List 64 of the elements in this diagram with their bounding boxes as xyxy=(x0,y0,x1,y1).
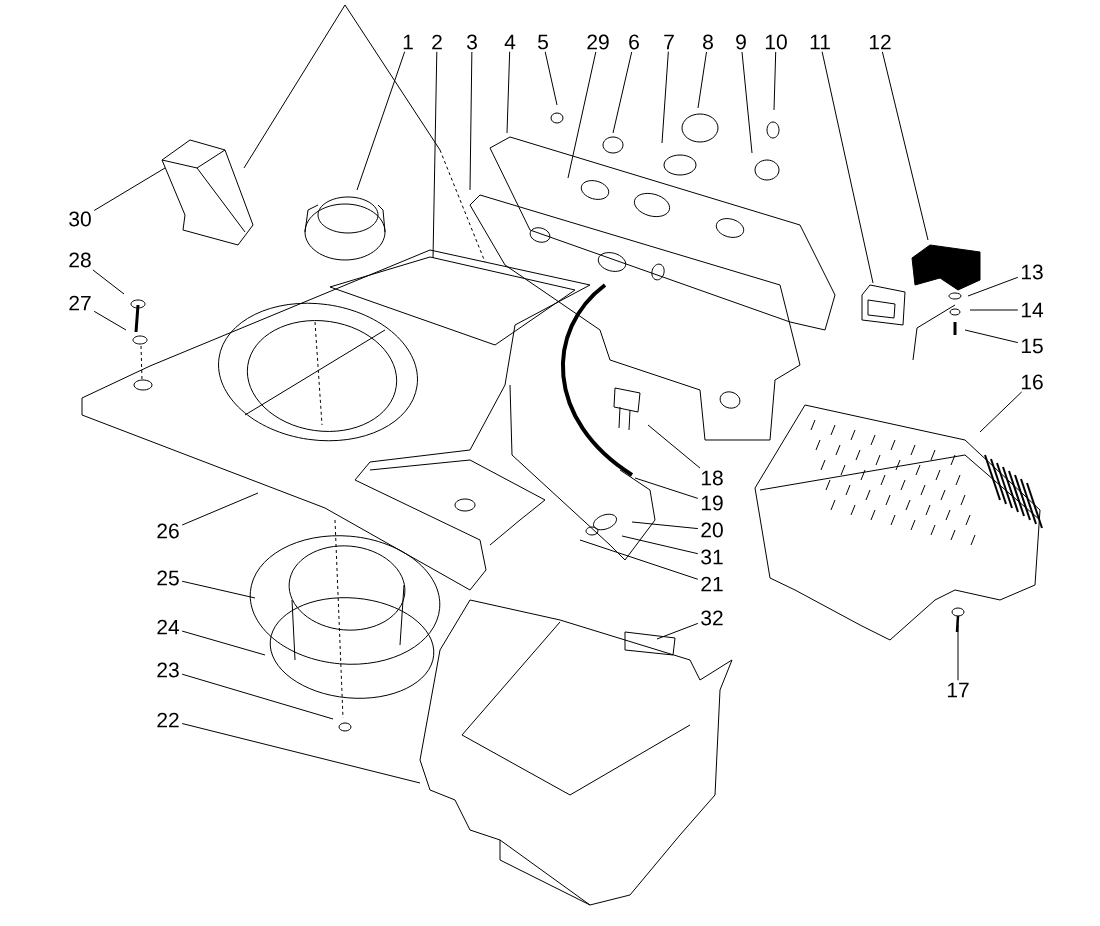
leader-line xyxy=(969,309,1019,311)
leader-line xyxy=(356,51,406,191)
leader-line xyxy=(181,630,266,656)
callout-number: 32 xyxy=(701,610,723,626)
leader-line xyxy=(612,51,633,134)
leader-line xyxy=(469,51,473,191)
leader-line xyxy=(957,624,959,681)
callout-number: 10 xyxy=(765,34,787,50)
leader-line xyxy=(964,329,1019,344)
callout-number: 16 xyxy=(1021,374,1043,390)
callout-number: 26 xyxy=(157,523,179,539)
leader-line xyxy=(432,51,438,259)
callout-number: 30 xyxy=(69,211,91,227)
callout-number: 25 xyxy=(157,570,179,586)
callout-number: 27 xyxy=(69,295,91,311)
callout-number: 6 xyxy=(629,34,639,50)
callout-number: 2 xyxy=(432,34,442,50)
leader-line xyxy=(181,723,421,784)
callout-number: 1 xyxy=(403,34,413,50)
callout-number: 8 xyxy=(703,34,713,50)
leader-line xyxy=(967,276,1019,297)
leader-line xyxy=(544,51,558,106)
callout-number: 4 xyxy=(504,34,516,50)
callout-number: 13 xyxy=(1021,264,1043,280)
leader-line xyxy=(821,51,874,284)
leader-line xyxy=(656,622,699,640)
leader-line xyxy=(741,51,753,154)
callout-number: 21 xyxy=(701,576,723,592)
leader-line xyxy=(93,167,166,211)
callout-number: 3 xyxy=(466,34,477,50)
callout-number: 17 xyxy=(947,682,969,698)
callout-number: 20 xyxy=(701,522,723,538)
leader-line xyxy=(634,477,699,499)
leader-line xyxy=(579,539,699,580)
callout-number: 31 xyxy=(701,549,723,565)
leader-line xyxy=(697,51,707,109)
callout-number: 12 xyxy=(869,34,891,50)
leader-line xyxy=(773,51,777,111)
callout-number: 15 xyxy=(1021,338,1043,354)
callout-number: 19 xyxy=(701,495,723,511)
callout-number: 7 xyxy=(664,34,674,50)
leader-line xyxy=(92,269,125,295)
leader-line xyxy=(506,51,511,134)
callout-number: 29 xyxy=(587,34,609,50)
leader-line xyxy=(647,424,701,469)
callout-number: 24 xyxy=(157,619,180,635)
leader-line xyxy=(631,521,699,530)
callout-number: 14 xyxy=(1021,302,1044,318)
callout-number: 5 xyxy=(538,34,548,50)
leader-line xyxy=(181,492,259,526)
callout-number: 11 xyxy=(810,34,830,50)
callout-number: 23 xyxy=(157,662,179,678)
leader-line xyxy=(661,51,669,144)
leader-line xyxy=(621,535,699,555)
leader-line xyxy=(181,580,256,599)
callout-number: 28 xyxy=(69,252,91,268)
leader-line xyxy=(567,51,597,179)
callout-number: 9 xyxy=(736,34,746,50)
leader-line xyxy=(979,391,1023,433)
leader-line xyxy=(881,51,929,241)
callout-number: 18 xyxy=(701,470,723,486)
leader-line xyxy=(93,310,127,331)
callout-number: 22 xyxy=(157,712,179,728)
leader-line xyxy=(181,673,334,720)
